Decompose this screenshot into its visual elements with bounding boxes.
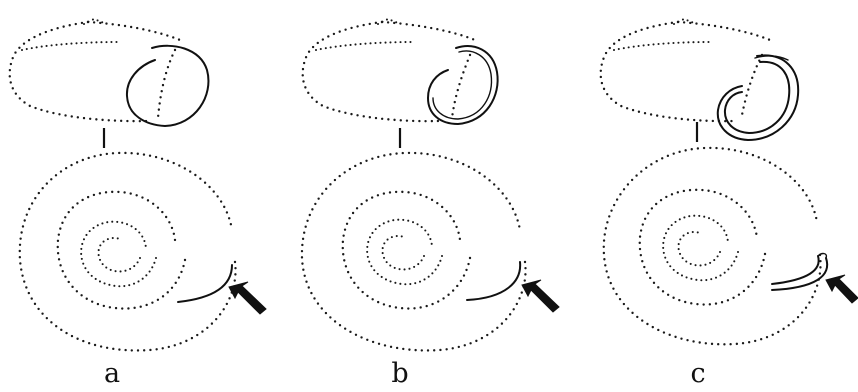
spire-outline: [676, 20, 772, 42]
spire-outline: [380, 20, 477, 42]
aperture-edge: [177, 264, 233, 303]
whorl-3: [662, 214, 740, 282]
panel-label-a: a: [104, 358, 120, 389]
lip-end: [817, 252, 828, 259]
aperture-lip-outer: [716, 54, 800, 141]
panel-b: b: [300, 17, 560, 389]
shell-top-view: [300, 151, 560, 352]
aperture-edge: [466, 261, 522, 301]
whorl-2: [341, 190, 472, 310]
whorl-edge: [450, 53, 472, 120]
lip-insertion: [754, 55, 789, 61]
suture-line: [20, 40, 122, 52]
whorl-edge: [740, 53, 764, 117]
spire-outline: [86, 20, 182, 42]
panel-a: a: [8, 17, 267, 389]
aperture-lip-outer: [427, 45, 499, 125]
body-whorl-outline: [301, 20, 440, 123]
shell-side-view: [8, 17, 210, 148]
aperture-lip: [125, 44, 210, 127]
outer-whorl: [18, 151, 237, 352]
shell-top-view: [602, 146, 858, 346]
outer-whorl: [300, 151, 527, 352]
panel-label-c: c: [690, 358, 705, 389]
arrow-pointer-icon: [825, 274, 858, 304]
arrow-pointer-icon: [521, 279, 560, 313]
aperture-edge-inner: [771, 257, 829, 291]
whorl-2: [638, 188, 767, 306]
body-whorl-outline: [599, 20, 737, 123]
aperture-edge-outer: [771, 255, 820, 285]
outer-whorl: [602, 146, 822, 346]
aperture-lip-inner: [723, 60, 791, 134]
panel-c: c: [599, 17, 858, 389]
suture-line: [314, 40, 417, 52]
shell-side-view: [599, 17, 800, 142]
shell-side-view: [301, 17, 499, 148]
whorl-4: [677, 230, 722, 267]
whorl-3: [366, 218, 444, 286]
whorl-3: [80, 220, 158, 288]
whorl-4: [97, 236, 142, 273]
panel-label-b: b: [391, 358, 408, 389]
whorl-edge: [156, 48, 177, 120]
whorl-4: [381, 234, 426, 271]
aperture-lip-inner: [432, 50, 493, 120]
shell-top-view: [18, 151, 267, 352]
arrow-pointer-icon: [228, 281, 267, 315]
suture-line: [612, 40, 714, 52]
whorl-2: [56, 190, 187, 310]
